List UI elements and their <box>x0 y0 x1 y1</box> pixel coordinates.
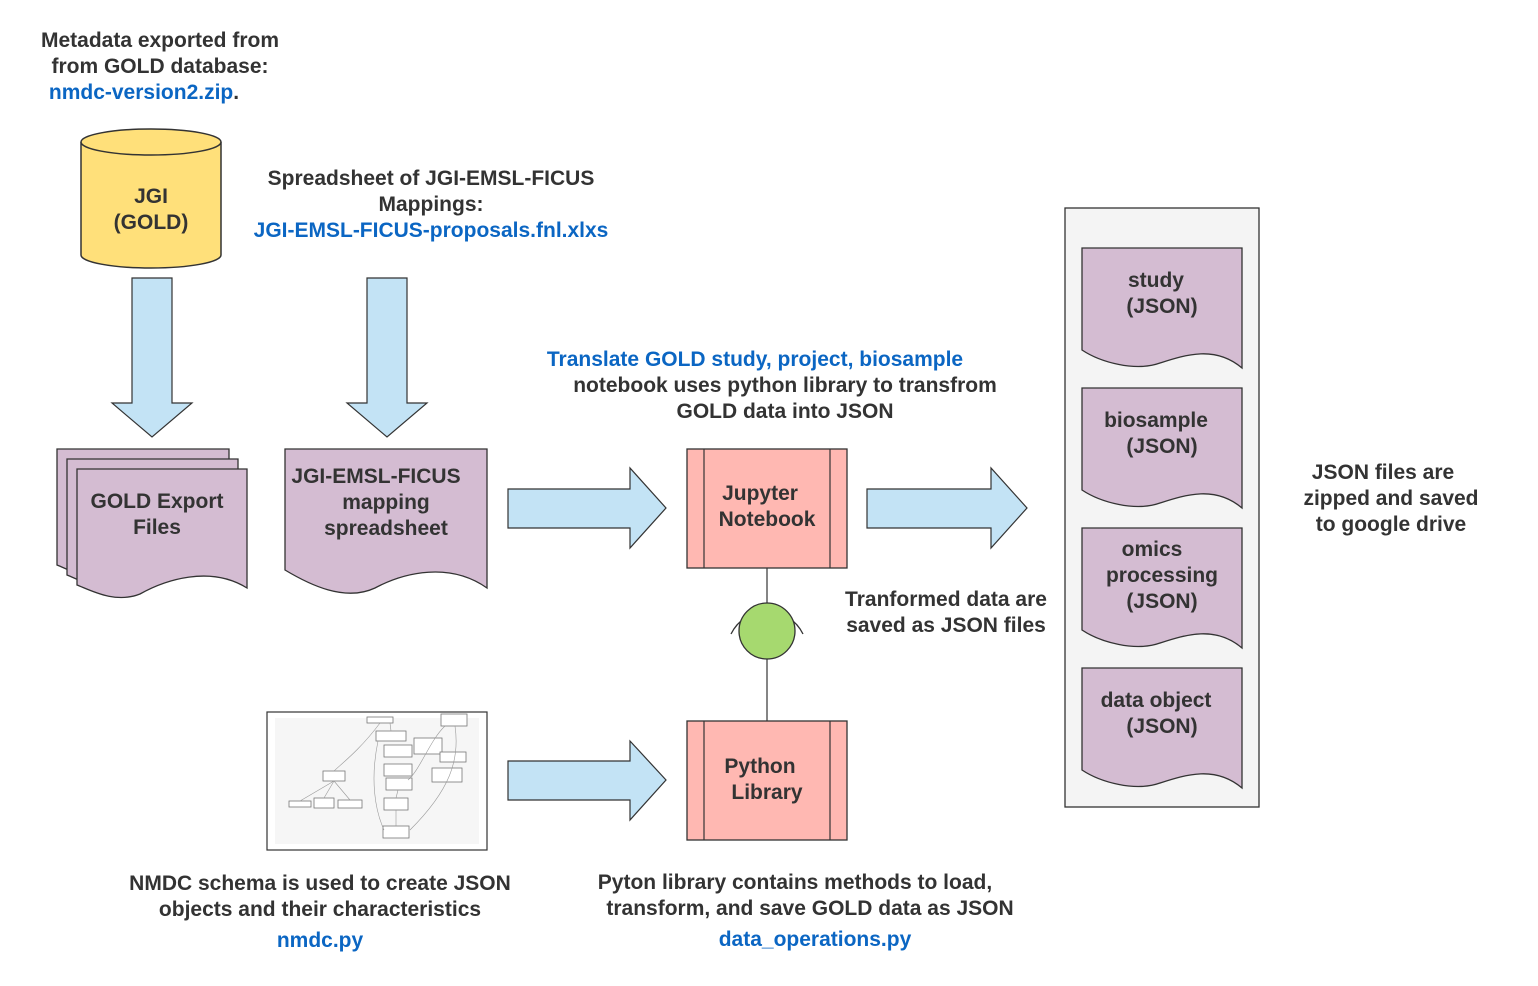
python-library-label: Python Library <box>687 754 847 806</box>
down-arrow-mapping <box>345 277 429 438</box>
json-study-label: study (JSON) <box>1082 268 1242 320</box>
json-document-data-object <box>1081 667 1243 790</box>
transform-note-line2: saved as JSON files <box>846 614 1046 637</box>
library-note: Pyton library contains methods to load, … <box>570 870 1050 953</box>
transform-note-line1: Tranformed data are <box>845 588 1047 611</box>
json-document-biosample <box>1081 387 1243 510</box>
down-arrow-gold <box>110 277 194 438</box>
json-omics-label: omics processing (JSON) <box>1082 537 1242 615</box>
schema-note-line1: NMDC schema is used to create JSON <box>129 872 511 895</box>
nmdc-version2-zip-link[interactable]: nmdc-version2.zip <box>48 81 234 104</box>
database-label: JGI (GOLD) <box>81 184 221 236</box>
database-export-note: Metadata exported from from GOLD databas… <box>20 28 300 106</box>
jupyter-notebook-box <box>686 448 848 569</box>
database-note-suffix: . <box>233 81 240 104</box>
library-note-line2: transform, and save GOLD data as JSON <box>606 897 1014 920</box>
data-operations-py-link[interactable]: data_operations.py <box>718 928 912 951</box>
json-biosample-line2: (JSON) <box>1126 435 1198 458</box>
gold-database-cylinder <box>80 128 222 269</box>
right-arrow-to-library <box>507 739 667 822</box>
mapping-note-line1: Spreadsheet of JGI-EMSL-FICUS <box>267 167 595 190</box>
jupyter-notebook-label: Jupyter Notebook <box>687 481 847 533</box>
zip-note-line1: JSON files are <box>1311 461 1455 484</box>
gold-export-documents <box>56 448 248 599</box>
gold-export-label: GOLD Export Files <box>77 489 237 541</box>
json-document-study <box>1081 247 1243 370</box>
library-line1: Python <box>724 755 796 778</box>
json-study-line2: (JSON) <box>1126 295 1198 318</box>
json-omics-line3: (JSON) <box>1126 590 1198 613</box>
json-study-line1: study <box>1127 269 1184 292</box>
json-omics-line1: omics <box>1121 538 1183 561</box>
mapping-spreadsheet-label: JGI-EMSL-FICUS mapping spreadsheet <box>285 464 487 542</box>
notebook-note: Translate GOLD study, project, biosample… <box>540 347 1030 425</box>
notebook-note-line3: GOLD data into JSON <box>676 400 894 423</box>
right-arrow-to-json <box>866 466 1028 550</box>
json-document-omics-processing <box>1081 527 1243 650</box>
database-label-line2: (GOLD) <box>113 211 189 234</box>
mapping-note-line2: Mappings: <box>378 193 484 216</box>
mapping-sheet-line3: spreadsheet <box>324 517 448 540</box>
zip-note: JSON files are zipped and saved to googl… <box>1286 460 1496 538</box>
mapping-sheet-line2: mapping <box>342 491 430 514</box>
notebook-line2: Notebook <box>718 508 816 531</box>
json-biosample-line1: biosample <box>1104 409 1208 432</box>
notebook-line1: Jupyter <box>722 482 798 505</box>
schema-note-line2: objects and their characteristics <box>158 898 482 921</box>
json-data-object-line2: (JSON) <box>1126 715 1198 738</box>
gold-export-line2: Files <box>133 516 181 539</box>
schema-diagram-thumbnail <box>266 711 488 851</box>
interface-connector <box>730 568 804 721</box>
schema-note: NMDC schema is used to create JSON objec… <box>100 871 540 954</box>
transform-note: Tranformed data are saved as JSON files <box>826 587 1066 639</box>
python-library-box <box>686 720 848 841</box>
right-arrow-to-notebook <box>507 466 667 550</box>
database-note-line2: from GOLD database: <box>51 55 269 78</box>
json-data-object-label: data object (JSON) <box>1082 688 1242 740</box>
translate-gold-notebook-link[interactable]: Translate GOLD study, project, biosample <box>546 348 964 371</box>
gold-export-line1: GOLD Export <box>90 490 224 513</box>
library-note-line1: Pyton library contains methods to load, <box>597 871 993 894</box>
mapping-spreadsheet-link[interactable]: JGI-EMSL-FICUS-proposals.fnl.xlxs <box>253 219 609 242</box>
database-note-line1: Metadata exported from <box>40 29 280 52</box>
mapping-sheet-line1: JGI-EMSL-FICUS <box>291 465 461 488</box>
json-biosample-label: biosample (JSON) <box>1082 408 1242 460</box>
zip-note-line3: to google drive <box>1315 513 1467 536</box>
notebook-note-line2: notebook uses python library to transfro… <box>573 374 997 397</box>
nmdc-py-link[interactable]: nmdc.py <box>276 929 364 952</box>
mapping-spreadsheet-document <box>284 448 488 594</box>
library-line2: Library <box>731 781 803 804</box>
json-omics-line2: processing <box>1105 564 1219 587</box>
database-label-line1: JGI <box>134 185 168 208</box>
mapping-spreadsheet-note: Spreadsheet of JGI-EMSL-FICUS Mappings: … <box>231 166 631 244</box>
zip-note-line2: zipped and saved <box>1303 487 1479 510</box>
json-data-object-line1: data object <box>1100 689 1212 712</box>
